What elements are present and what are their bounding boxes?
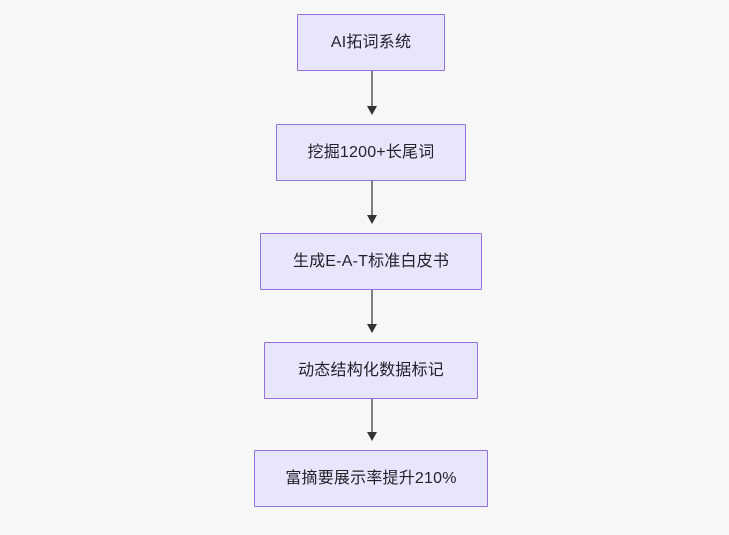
flowchart-node-label: 挖掘1200+长尾词 xyxy=(307,143,435,161)
flowchart-node-label: 富摘要展示率提升210% xyxy=(285,469,457,487)
flowchart-node-label: AI拓词系统 xyxy=(330,33,412,51)
edge-line xyxy=(371,71,373,108)
arrowhead-down-icon xyxy=(367,215,377,224)
edge-line xyxy=(371,399,373,434)
edge-line xyxy=(371,290,373,326)
flowchart-node-label: 生成E-A-T标准白皮书 xyxy=(292,252,450,270)
edge-n2-to-n3 xyxy=(367,181,377,224)
flowchart-node-n4[interactable]: 动态结构化数据标记 xyxy=(264,342,478,399)
flowchart-node-n5[interactable]: 富摘要展示率提升210% xyxy=(254,450,488,507)
flowchart-node-label: 动态结构化数据标记 xyxy=(298,361,444,379)
edge-n3-to-n4 xyxy=(367,290,377,333)
edge-line xyxy=(371,181,373,217)
flowchart-node-n2[interactable]: 挖掘1200+长尾词 xyxy=(276,124,466,181)
flowchart-node-n1[interactable]: AI拓词系统 xyxy=(297,14,445,71)
arrowhead-down-icon xyxy=(367,324,377,333)
edge-n1-to-n2 xyxy=(367,71,377,115)
edge-n4-to-n5 xyxy=(367,399,377,441)
arrowhead-down-icon xyxy=(367,432,377,441)
flowchart-node-n3[interactable]: 生成E-A-T标准白皮书 xyxy=(260,233,482,290)
arrowhead-down-icon xyxy=(367,106,377,115)
